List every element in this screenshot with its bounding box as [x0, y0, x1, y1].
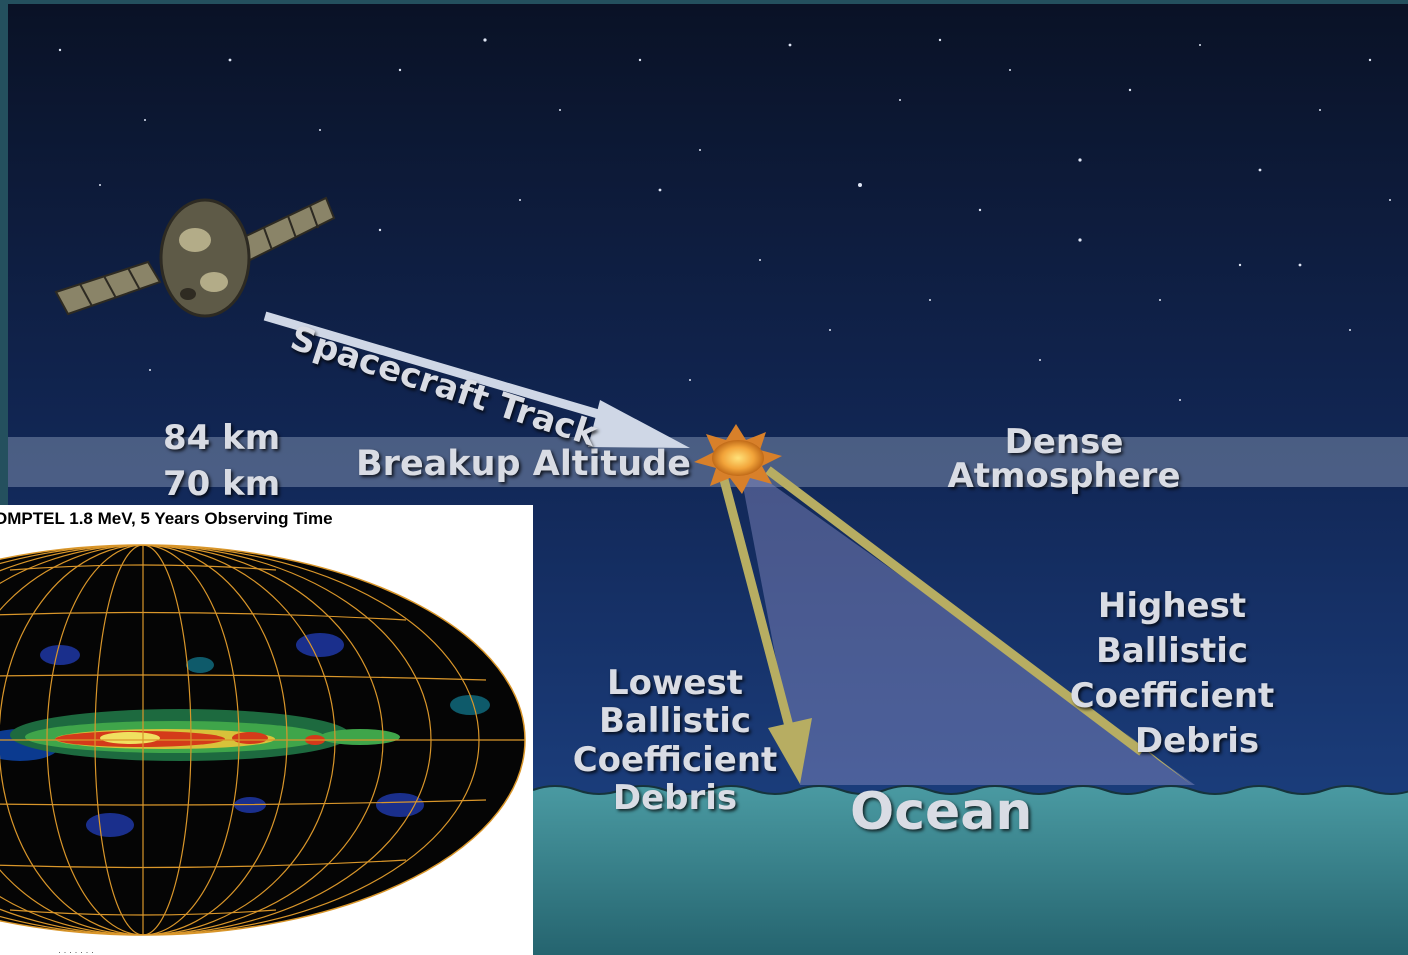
dense-atmosphere-line: Dense — [1004, 422, 1124, 462]
comptel-sky-map-panel: OMPTEL 1.8 MeV, 5 Years Observing Time ·… — [0, 505, 533, 955]
lowest-debris-label: Lowest Ballistic Coefficient Debris — [560, 664, 790, 818]
sky-map-graticule — [0, 545, 525, 935]
spacecraft-icon — [54, 196, 336, 318]
lowest-debris-arrowhead — [768, 718, 812, 784]
lowest-debris-line: Debris — [612, 778, 738, 819]
breakup-burst-icon — [694, 424, 782, 494]
highest-debris-line: Coefficient — [1069, 675, 1275, 716]
ocean — [533, 786, 1408, 955]
highest-debris-line: Highest — [1097, 586, 1247, 626]
highest-debris-line: Ballistic — [1095, 630, 1249, 671]
dense-atmosphere-line: Atmosphere — [947, 456, 1181, 496]
lowest-debris-line: Lowest — [607, 663, 743, 703]
sky-map-outline — [0, 544, 526, 936]
spacecraft-track-arrow-shaft — [263, 311, 624, 426]
highest-debris-arrow-shaft — [765, 466, 1145, 756]
highest-debris-arrowhead — [1124, 732, 1192, 785]
lowest-debris-line: Ballistic — [598, 701, 752, 742]
ocean-label: Ocean — [850, 782, 1033, 842]
ocean-surface-line — [532, 785, 1408, 795]
highest-debris-line: Debris — [1134, 720, 1260, 761]
highest-debris-label: Highest Ballistic Coefficient Debris — [1052, 584, 1292, 764]
spacecraft-track-arrowhead — [588, 400, 690, 448]
altitude-bottom-label: 70 km — [163, 464, 281, 504]
comptel-all-sky-map — [0, 544, 526, 936]
stars — [58, 38, 1391, 401]
sky-map-footer: · · · · · · · — [58, 947, 94, 955]
altitude-top-label: 84 km — [163, 418, 281, 458]
breakup-altitude-label: Breakup Altitude — [356, 444, 691, 484]
sky-map-title: OMPTEL 1.8 MeV, 5 Years Observing Time — [0, 509, 333, 528]
lowest-debris-line: Coefficient — [572, 739, 778, 780]
lowest-debris-arrow-shaft — [717, 470, 795, 732]
dense-atmosphere-label: Dense Atmosphere — [944, 425, 1184, 493]
